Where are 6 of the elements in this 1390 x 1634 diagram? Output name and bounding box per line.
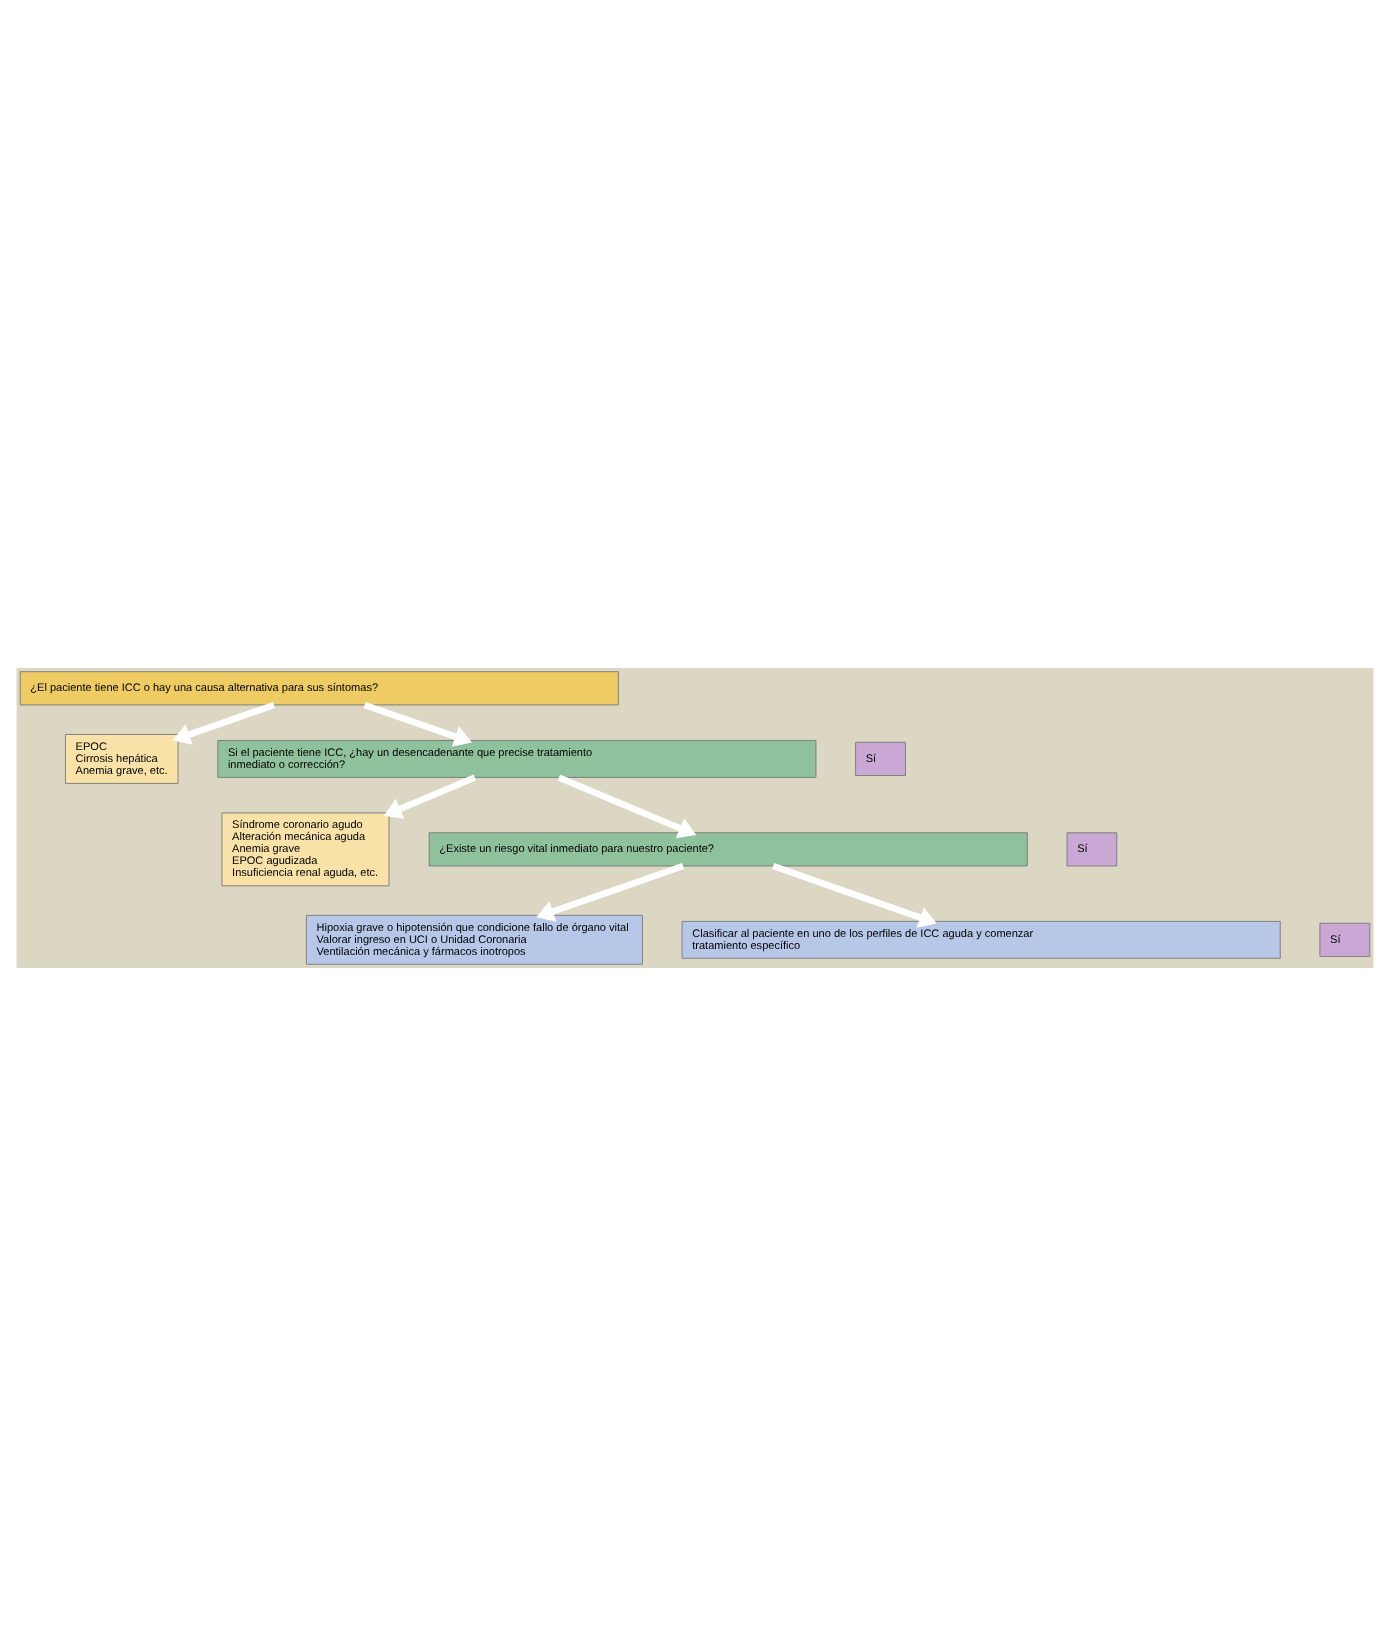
arrow bbox=[172, 700, 276, 744]
arrow bbox=[557, 773, 697, 838]
arrow bbox=[536, 862, 685, 921]
arrow bbox=[363, 700, 473, 746]
arrow bbox=[772, 862, 937, 927]
arrow bbox=[383, 773, 477, 818]
